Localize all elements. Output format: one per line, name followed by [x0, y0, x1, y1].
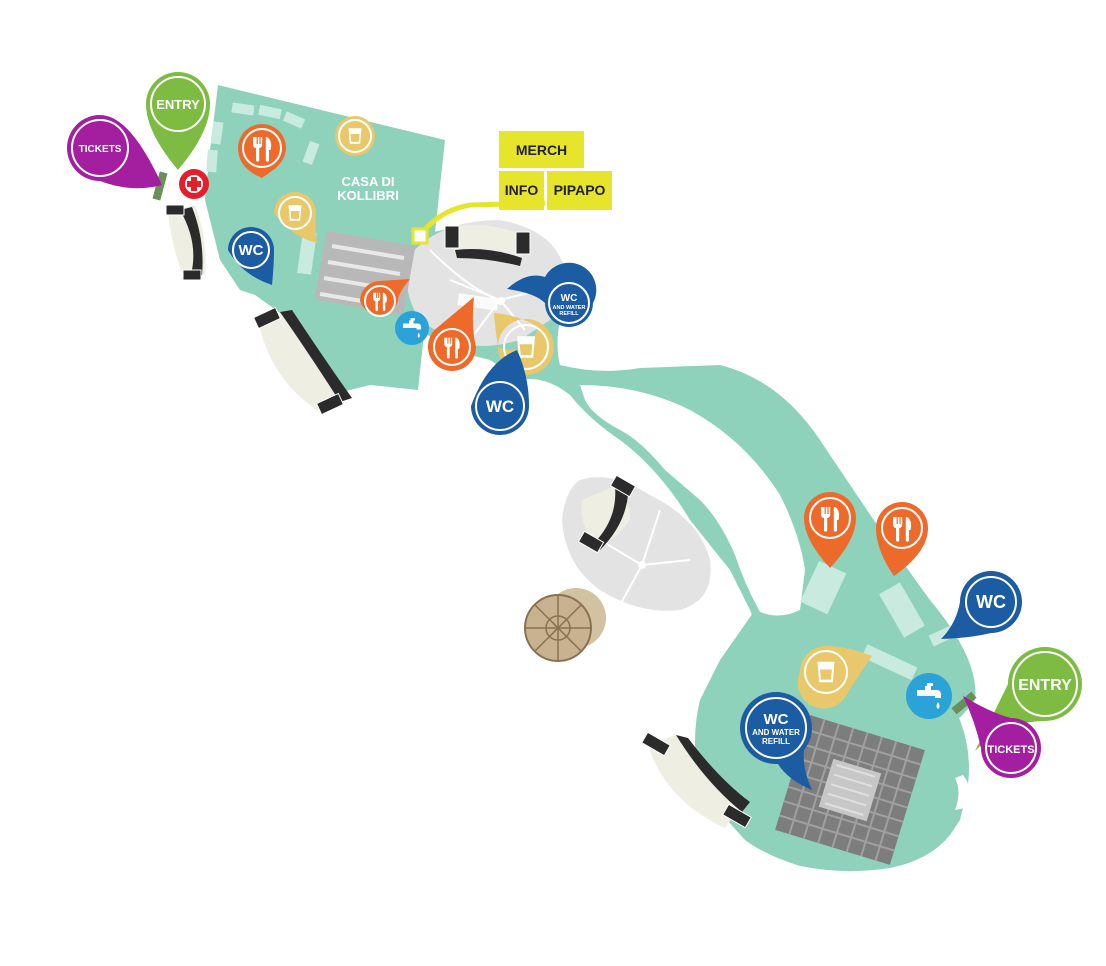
wc-pin-north[interactable]: WC: [228, 227, 274, 285]
wc-refill-label-1: WC: [561, 293, 578, 304]
info-connector: [411, 200, 546, 245]
drinking-glass-icon: [817, 661, 835, 683]
east-lane-strips: [800, 560, 956, 681]
wc-refill-south-label-2: AND WATER: [752, 728, 800, 737]
merch-panel[interactable]: MERCH: [499, 131, 584, 168]
entry-gate-north: [152, 171, 168, 201]
wc-refill-south-label-3: REFILL: [762, 737, 790, 746]
wc-label-north: WC: [239, 242, 264, 259]
south-white-notch: [955, 775, 970, 810]
entry-pin-north[interactable]: ENTRY: [146, 72, 210, 170]
stage-north-large[interactable]: [252, 306, 352, 416]
inner-white-island: [580, 385, 805, 616]
wc-refill-pin-south[interactable]: WC AND WATER REFILL: [739, 692, 812, 790]
info-panel[interactable]: INFO: [499, 171, 544, 210]
wc-pin-east[interactable]: WC: [941, 571, 1022, 639]
drinking-glass-icon: [288, 205, 302, 221]
stage-north-small[interactable]: [165, 204, 206, 281]
casa-label-line1: CASA DI: [342, 174, 395, 189]
wc-pin-center[interactable]: WC: [471, 350, 529, 435]
pipapo-panel[interactable]: PIPAPO: [547, 171, 612, 210]
entry-gate-east: [951, 691, 977, 715]
casa-label-line2: KOLLIBRI: [337, 188, 398, 203]
merch-label: MERCH: [516, 142, 567, 158]
tickets-pin-east[interactable]: TICKETS: [963, 696, 1041, 778]
casa-di-kollibri-label: CASA DI KOLLIBRI: [337, 174, 398, 203]
food-pin-east-2[interactable]: [876, 502, 928, 576]
wc-refill-pin-center[interactable]: WC AND WATER REFILL: [507, 262, 597, 327]
tickets-label-east: TICKETS: [987, 744, 1034, 756]
stage-middle[interactable]: [577, 474, 637, 554]
water-tap-north[interactable]: [395, 311, 429, 345]
pipapo-label: PIPAPO: [554, 182, 606, 198]
wc-refill-label-3: REFILL: [559, 311, 579, 317]
drinking-glass-icon: [348, 128, 362, 144]
drink-pin-north[interactable]: [335, 116, 375, 156]
drinking-glass-icon: [517, 336, 535, 358]
water-tap-east[interactable]: [906, 673, 952, 719]
entry-label-east: ENTRY: [1018, 677, 1072, 694]
tickets-pin-north[interactable]: TICKETS: [67, 115, 162, 189]
wc-refill-south-label-1: WC: [764, 711, 789, 728]
tickets-label-north: TICKETS: [79, 144, 122, 155]
food-pin-north[interactable]: [238, 124, 286, 178]
entry-label-north: ENTRY: [156, 97, 200, 112]
drink-pin-casa[interactable]: [274, 192, 318, 243]
wc-refill-label-2: AND WATER: [553, 305, 586, 311]
first-aid-icon[interactable]: [179, 169, 209, 199]
grid-square-area: [775, 715, 925, 865]
food-pin-stairs[interactable]: [360, 279, 410, 317]
wc-label-east: WC: [976, 592, 1006, 612]
north-area-seating: [206, 102, 320, 275]
info-label: INFO: [505, 182, 539, 198]
wc-label-center: WC: [486, 397, 514, 416]
drink-pin-east[interactable]: [797, 646, 872, 709]
stage-center[interactable]: [444, 225, 531, 266]
round-tents: [524, 588, 606, 662]
food-pin-east-1[interactable]: [804, 492, 856, 568]
stage-south[interactable]: [641, 731, 752, 829]
food-pin-center[interactable]: [427, 297, 476, 371]
